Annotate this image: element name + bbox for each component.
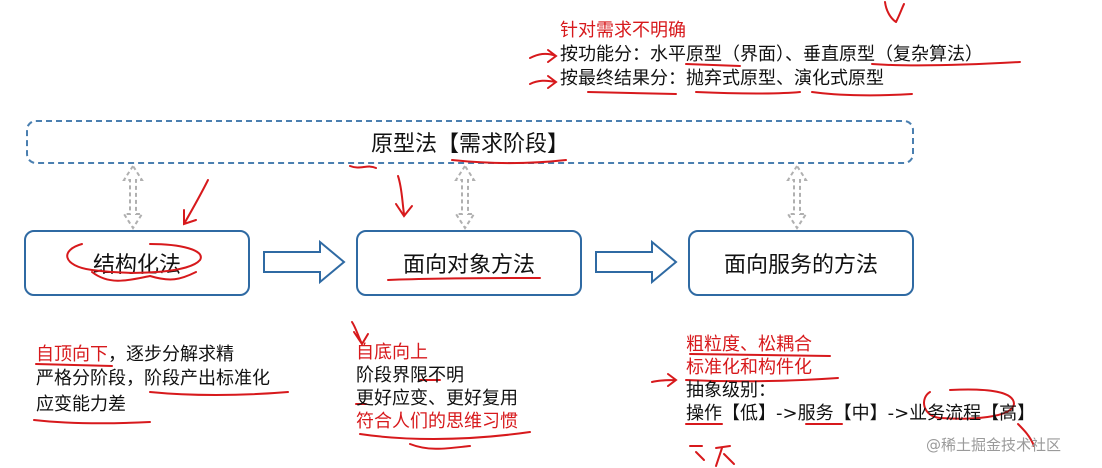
service-oriented-method-box: 面向服务的方法 [688,230,914,296]
note-by-function: 按功能分：水平原型（界面）、垂直原型（复杂算法） [560,44,983,65]
structured-note-1-rest: ，逐步分解求精 [108,344,234,365]
structured-note-2: 严格分阶段，阶段产出标准化 [36,368,270,389]
object-oriented-method-box: 面向对象方法 [356,230,582,296]
oo-note-3: 更好应变、更好复用 [356,388,518,409]
oo-note-2: 阶段界限不明 [356,365,464,386]
structured-method-label: 结构化法 [92,253,181,278]
double-arrow-3 [786,164,808,230]
structured-note-1-highlight: 自顶向下 [36,344,108,365]
oo-note-4: 符合人们的思维习惯 [356,411,518,432]
arrow-oo-to-soa [595,239,678,285]
double-arrow-1 [122,164,144,230]
oo-note-1: 自底向上 [356,342,428,363]
arrow-structured-to-oo [263,239,346,285]
soa-note-2: 标准化和构件化 [686,357,812,378]
double-arrow-2 [454,164,476,230]
soa-note-3: 抽象级别： [686,380,776,401]
watermark: @稀土掘金技术社区 [926,436,1062,454]
note-by-result: 按最终结果分：抛弃式原型、演化式原型 [560,68,884,89]
prototype-method-bar: 原型法【需求阶段】 [26,120,914,164]
service-oriented-method-label: 面向服务的方法 [723,253,878,278]
prototype-method-label: 原型法【需求阶段】 [370,132,569,157]
note-unclear-requirements: 针对需求不明确 [560,20,686,41]
soa-note-1: 粗粒度、松耦合 [686,334,812,355]
structured-method-box: 结构化法 [24,230,250,296]
handwritten-annotations [33,1,1035,467]
structured-note-3: 应变能力差 [36,394,126,415]
soa-note-4: 操作【低】->服务【中】->业务流程【高】 [686,403,1036,424]
structured-note-1: 自顶向下，逐步分解求精 [36,344,234,366]
object-oriented-method-label: 面向对象方法 [402,253,535,278]
